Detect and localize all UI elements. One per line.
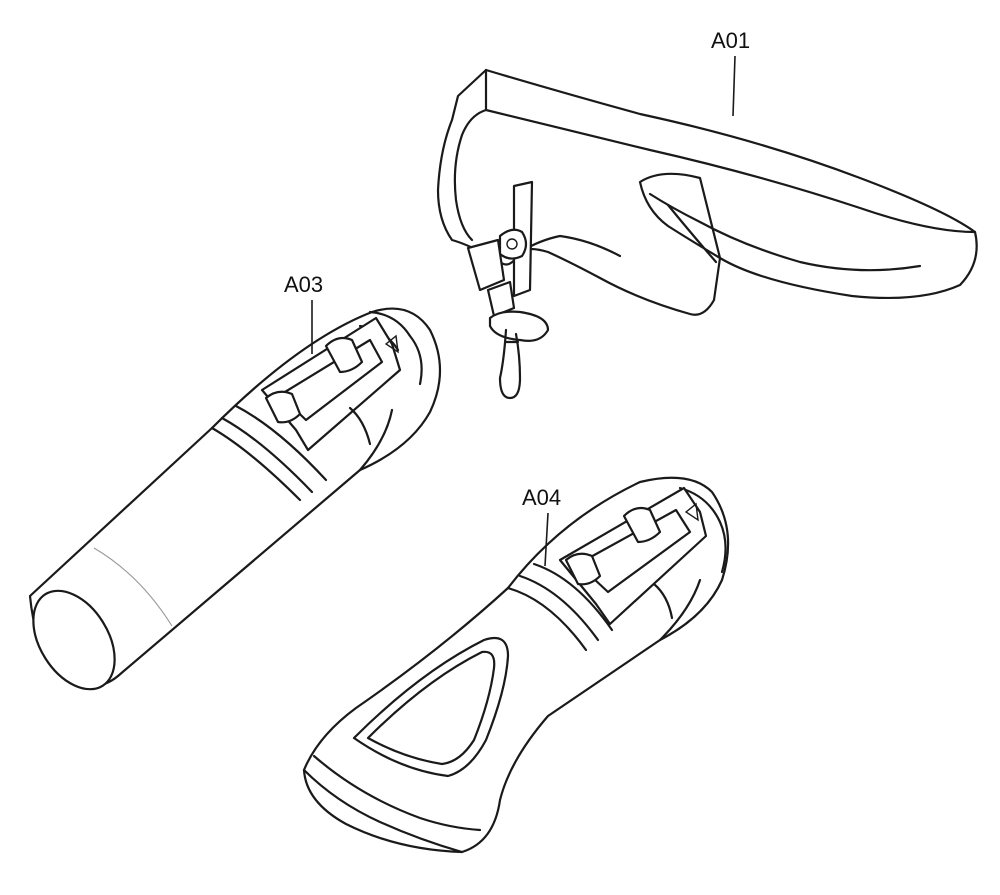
round-nozzle	[28, 307, 442, 691]
leader-a01	[732, 55, 736, 117]
label-a04-text: A04	[522, 485, 561, 510]
shoulder-strap	[436, 68, 978, 400]
leader-a04	[544, 512, 549, 567]
label-a03: A03	[284, 272, 323, 354]
label-a03-text: A03	[284, 272, 323, 297]
label-a01-text: A01	[711, 28, 750, 53]
label-a04: A04	[522, 485, 561, 567]
label-a01: A01	[711, 28, 750, 117]
flat-nozzle	[302, 476, 730, 854]
